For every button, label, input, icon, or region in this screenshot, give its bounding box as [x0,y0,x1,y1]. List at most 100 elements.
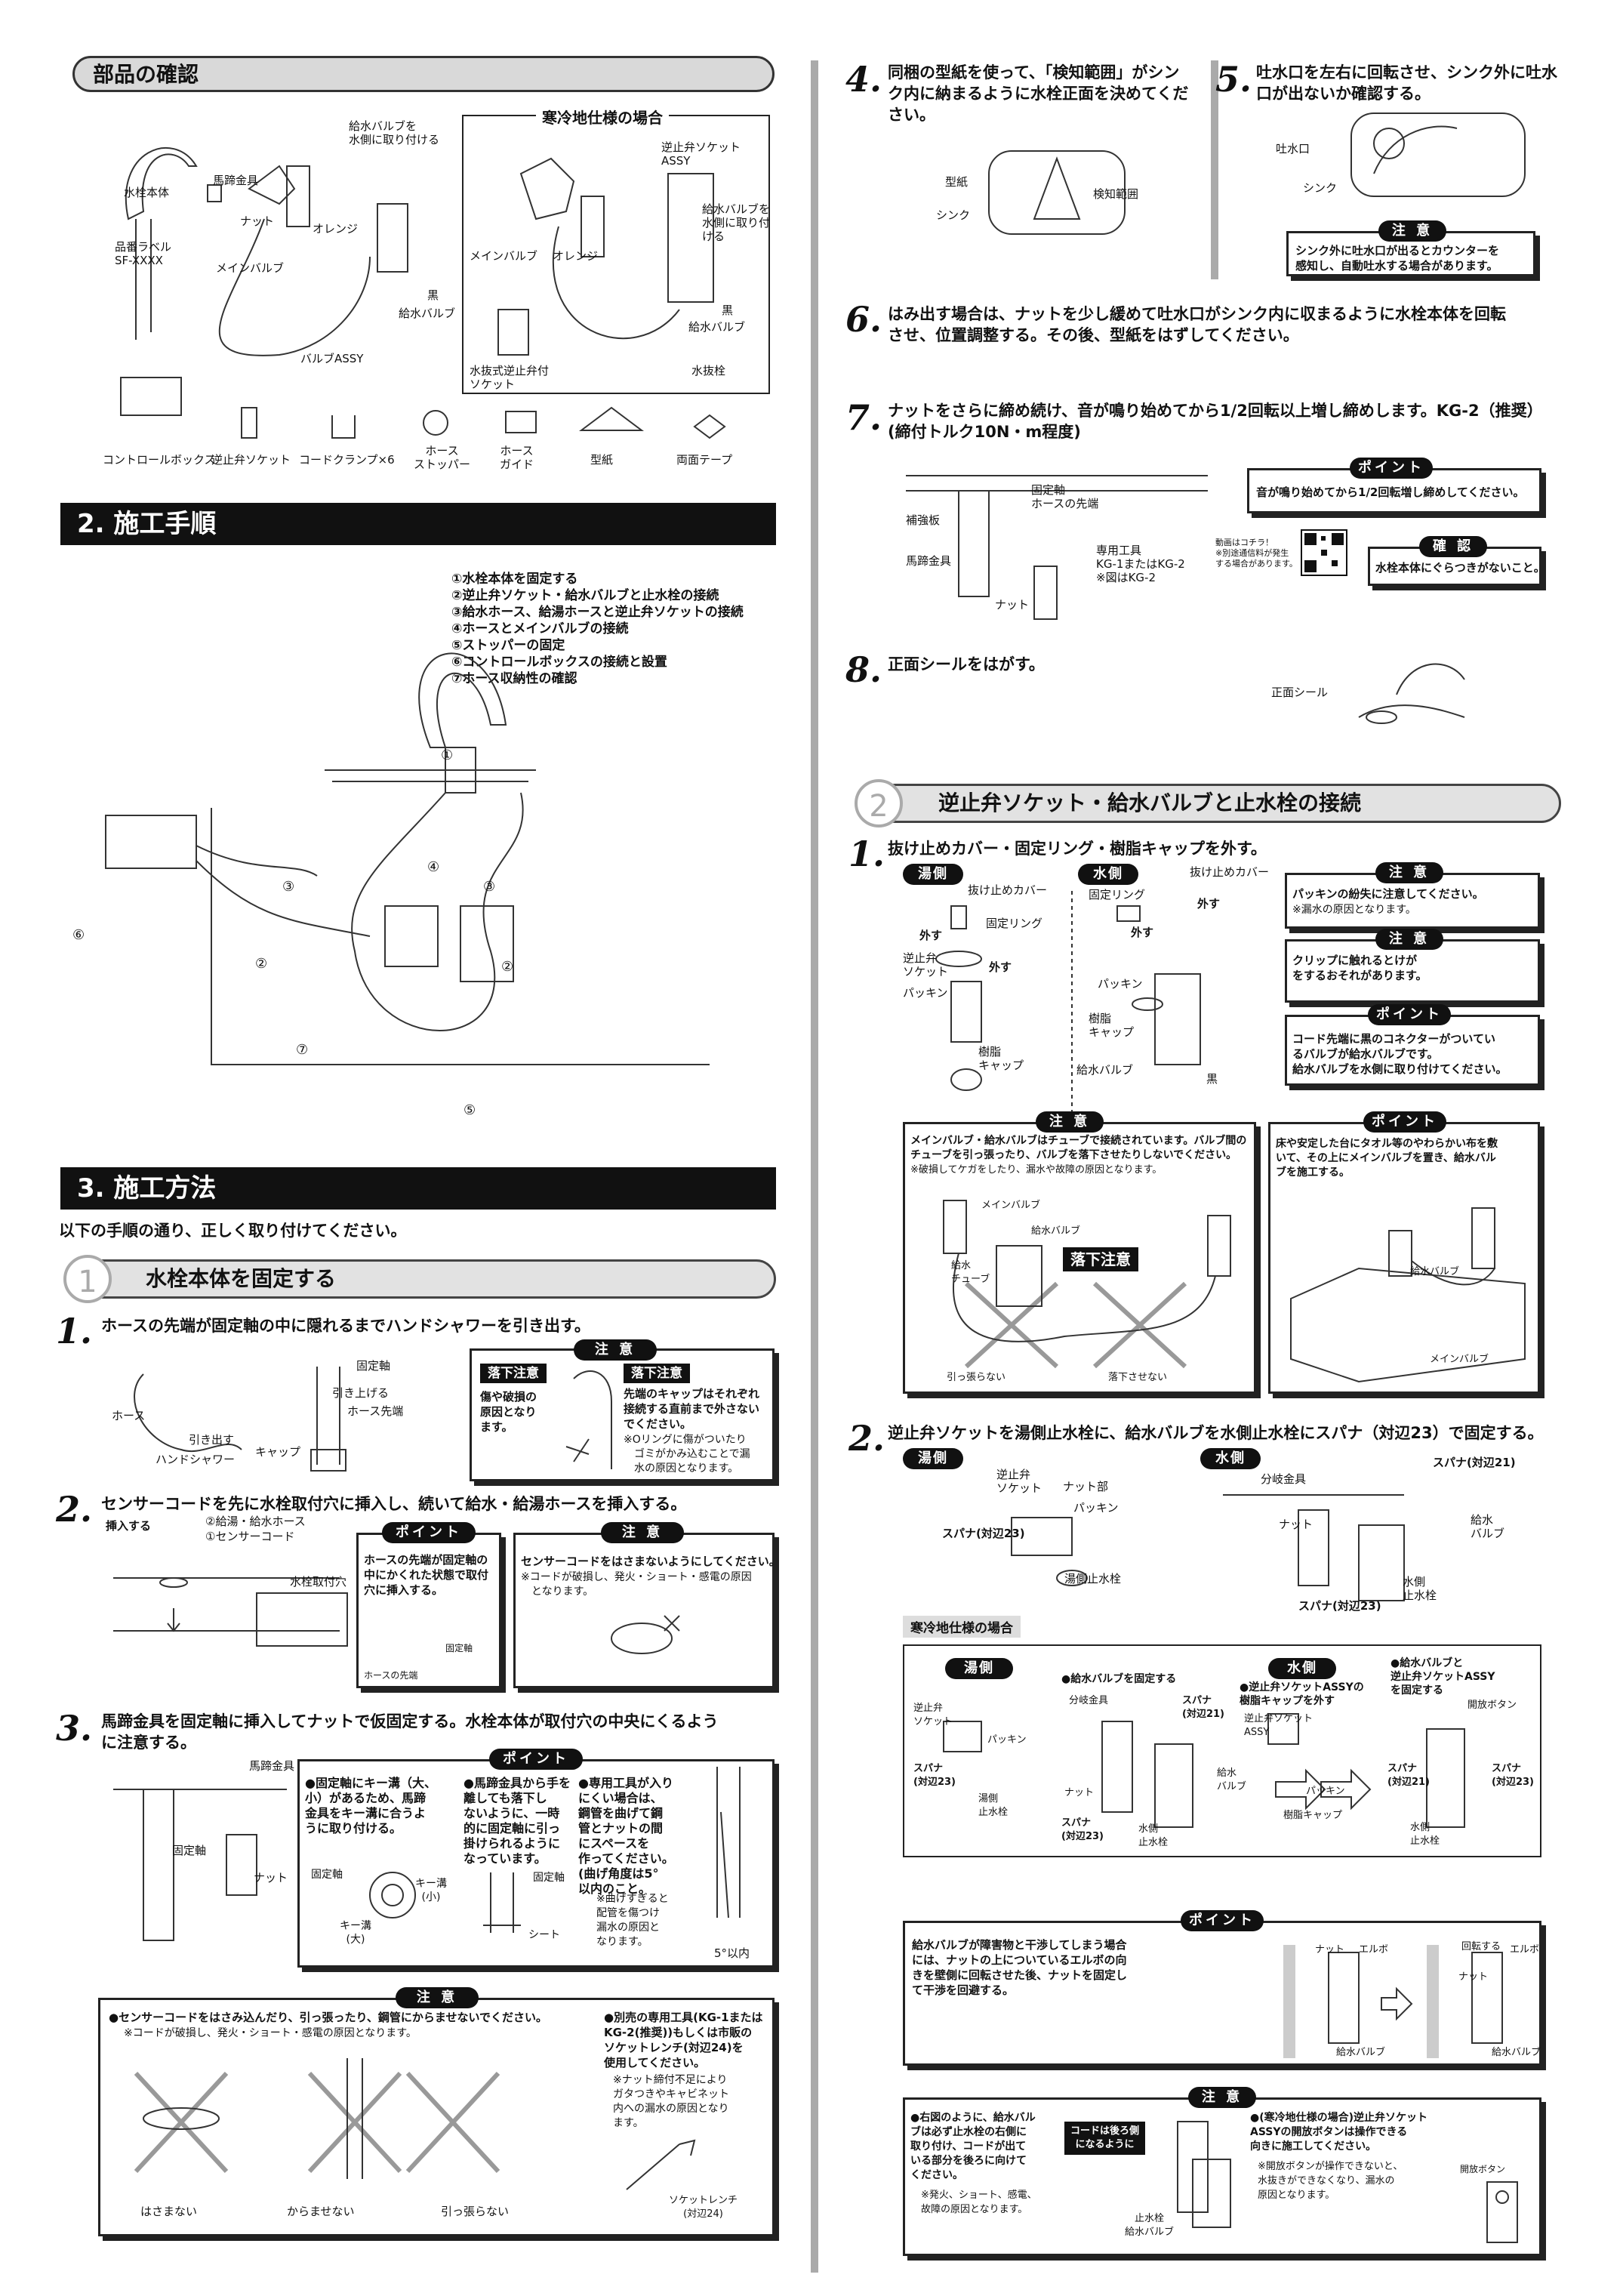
parts-label: 給水バルブ [399,307,456,320]
check-tag: 確 認 [1419,536,1487,557]
label: 逆止弁ソケット ASSY [1244,1713,1313,1738]
caution-text: パッキンの紛失に注意してください。 [1292,887,1484,901]
step-text: 同梱の型紙を使って、「検知範囲」がシン ク内に納まるように水栓正面を決めてくだ … [888,63,1189,124]
caution-note-2: ※開放ボタンが操作できないと、 水抜きができなくなり、漏水の 原因となります。 [1258,2161,1403,2201]
label: 引き出す [189,1433,235,1447]
label: ソケットレンチ (対辺24) [669,2195,738,2220]
parts-label: 給水バルブを 水側に取り付ける [349,119,440,146]
caution-tag: 注 意 [1375,929,1443,950]
hot-tag: 湯側 [903,864,963,885]
label: 抜け止めカバー [968,883,1048,897]
label: スパナ (対辺23) [913,1763,956,1788]
label: 引っ張らない [947,1372,1006,1383]
label: 樹脂キャップ [1283,1810,1343,1821]
caution-note: ※破損してケガをしたり、漏水や故障の原因となります。 [910,1164,1163,1176]
point-text: 床や安定した台にタオル等のやわらかい布を敷 いて、その上にメインバルブを置き、給… [1276,1138,1498,1179]
r1-point2-illustration [1290,1207,1526,1383]
caution-text: センサーコードをはさまないようにしてください。 [521,1555,781,1568]
cold-label: オレンジ [553,249,599,263]
cold-tag: 水側 [1200,1448,1261,1469]
point-1: ●固定軸にキー溝（大、 小）があるため、馬蹄 金具をキー溝に合うよ うに取り付け… [305,1776,436,1835]
accessory-label: 型紙 [590,453,614,467]
label: エルボ [1359,1944,1389,1955]
caution-note-2: ※ナット締付不足により ガタつきやキャビネット 内への漏水の原因となり ます。 [613,2074,729,2129]
label: 検知範囲 [1093,187,1139,201]
label: シンク [1303,181,1338,195]
cold-region-box [462,115,770,394]
label: 挿入する [106,1519,152,1533]
label: シート [528,1929,560,1941]
label: パッキン [1073,1501,1119,1515]
step-text: はみ出す場合は、ナットを少し緩めて吐水口がシンク内に収まるように水栓本体を回転 … [888,305,1506,344]
cc-step: ●給水バルブと 逆止弁ソケットASSY を固定する [1390,1657,1495,1697]
parts-label: ナット [240,214,275,228]
cold-parts-illustration [497,157,714,356]
caution-tag: 注 意 [574,1339,657,1361]
label: 引っ張らない [441,2205,510,2218]
step-number: 3. [56,1708,93,1749]
cold-label: 黒 [722,304,734,317]
label: 給水バルブ [1031,1225,1081,1237]
seal-illustration [1358,663,1465,724]
step2-point-box [356,1533,501,1688]
qr-code-icon [1301,529,1347,576]
r1-illustration [935,891,1201,1117]
caution-text: メインバルブ・給水バルブはチューブで接続されています。バルブ間の チューブを引っ… [910,1135,1247,1161]
r2-caution-illustration [1177,2121,1231,2228]
label: からませない [287,2205,355,2218]
step-number: 2. [56,1489,93,1530]
step-text: ホースの先端が固定軸の中に隠れるまでハンドシャワーを引き出す。 [101,1317,590,1335]
label: 固定軸 [172,1844,207,1857]
label: シンク [936,208,971,222]
label: スパナ(対辺23) [1298,1599,1381,1613]
label: 馬蹄金具 [249,1759,295,1773]
label: 逆止弁 ソケット [913,1703,953,1727]
caution-note: ※コードが破損し、発火・ショート・感電の原因 となります。 [521,1571,752,1598]
label: 逆止弁 ソケット [996,1468,1042,1495]
parts-illustration [125,146,408,356]
callout-6: ⑥ [72,927,85,943]
label: 抜け止めカバー [1190,865,1270,879]
parts-label: 品番ラベル SF-XXXX [115,240,172,267]
caution-tag: 注 意 [1375,862,1443,883]
label: 固定軸 [356,1359,391,1373]
parts-label: バルブASSY [300,352,364,365]
label: ナット [1064,1787,1095,1798]
callout-3: ③ [282,879,295,895]
step3-illustration [113,1789,287,1941]
cc-step: ●逆止弁ソケットASSYの 樹脂キャップを外す [1240,1681,1364,1707]
procedure-item: ②逆止弁ソケット・給水バルブと止水栓の接続 [451,588,719,603]
label: 補強板 [906,513,941,527]
label: 水側 止水栓 [1138,1823,1169,1848]
step-number: 2. [848,1418,885,1459]
label: 給水バルブ [1336,2047,1386,2058]
method-intro: 以下の手順の通り、正しく取り付けてください。 [59,1222,407,1240]
hook-illustration [483,1872,521,1933]
drop-text: 傷や破損の 原因となり ます。 [480,1390,537,1434]
label: 正面シール [1271,686,1329,699]
cold-region-title: 寒冷地仕様の場合 [536,106,669,128]
label: 落下させない [1108,1372,1168,1383]
label: スパナ(対辺23) [942,1527,1025,1540]
label: 湯側 止水栓 [978,1793,1009,1818]
step-number: 5. [1215,59,1252,100]
drop-illustration [565,1370,612,1469]
r2-illustration [1011,1494,1405,1601]
label: ナット [254,1871,288,1885]
cap-text: 先端のキャップはそれぞれ 接続する直前まで外さない でください。 [624,1387,760,1431]
step2-caution-box [513,1533,775,1688]
callout-5: ⑤ [463,1102,476,1118]
cold-label: メインバルブ [470,249,538,263]
tool-illustration [906,475,1208,620]
label: 開放ボタン [1467,1700,1517,1711]
label: ナット [1279,1518,1313,1531]
callout-3: ③ [483,879,496,895]
callout-2: ② [255,956,268,972]
callout-7: ⑦ [296,1042,309,1058]
step-text: 抜け止めカバー・固定リング・樹脂キャップを外す。 [888,840,1267,858]
label: 開放ボタン [1460,2164,1506,2174]
step-text: 馬蹄金具を固定軸に挿入してナットで仮固定する。水栓本体が取付穴の中央にくるよう … [101,1712,719,1752]
procedure-item: ⑦ホース収納性の確認 [451,671,577,686]
caution-text-2: ●別売の専用工具(KG-1または KG-2(推奨))もしくは市販の ソケットレン… [604,2011,763,2069]
label: 給水バルブ [1076,1063,1134,1077]
